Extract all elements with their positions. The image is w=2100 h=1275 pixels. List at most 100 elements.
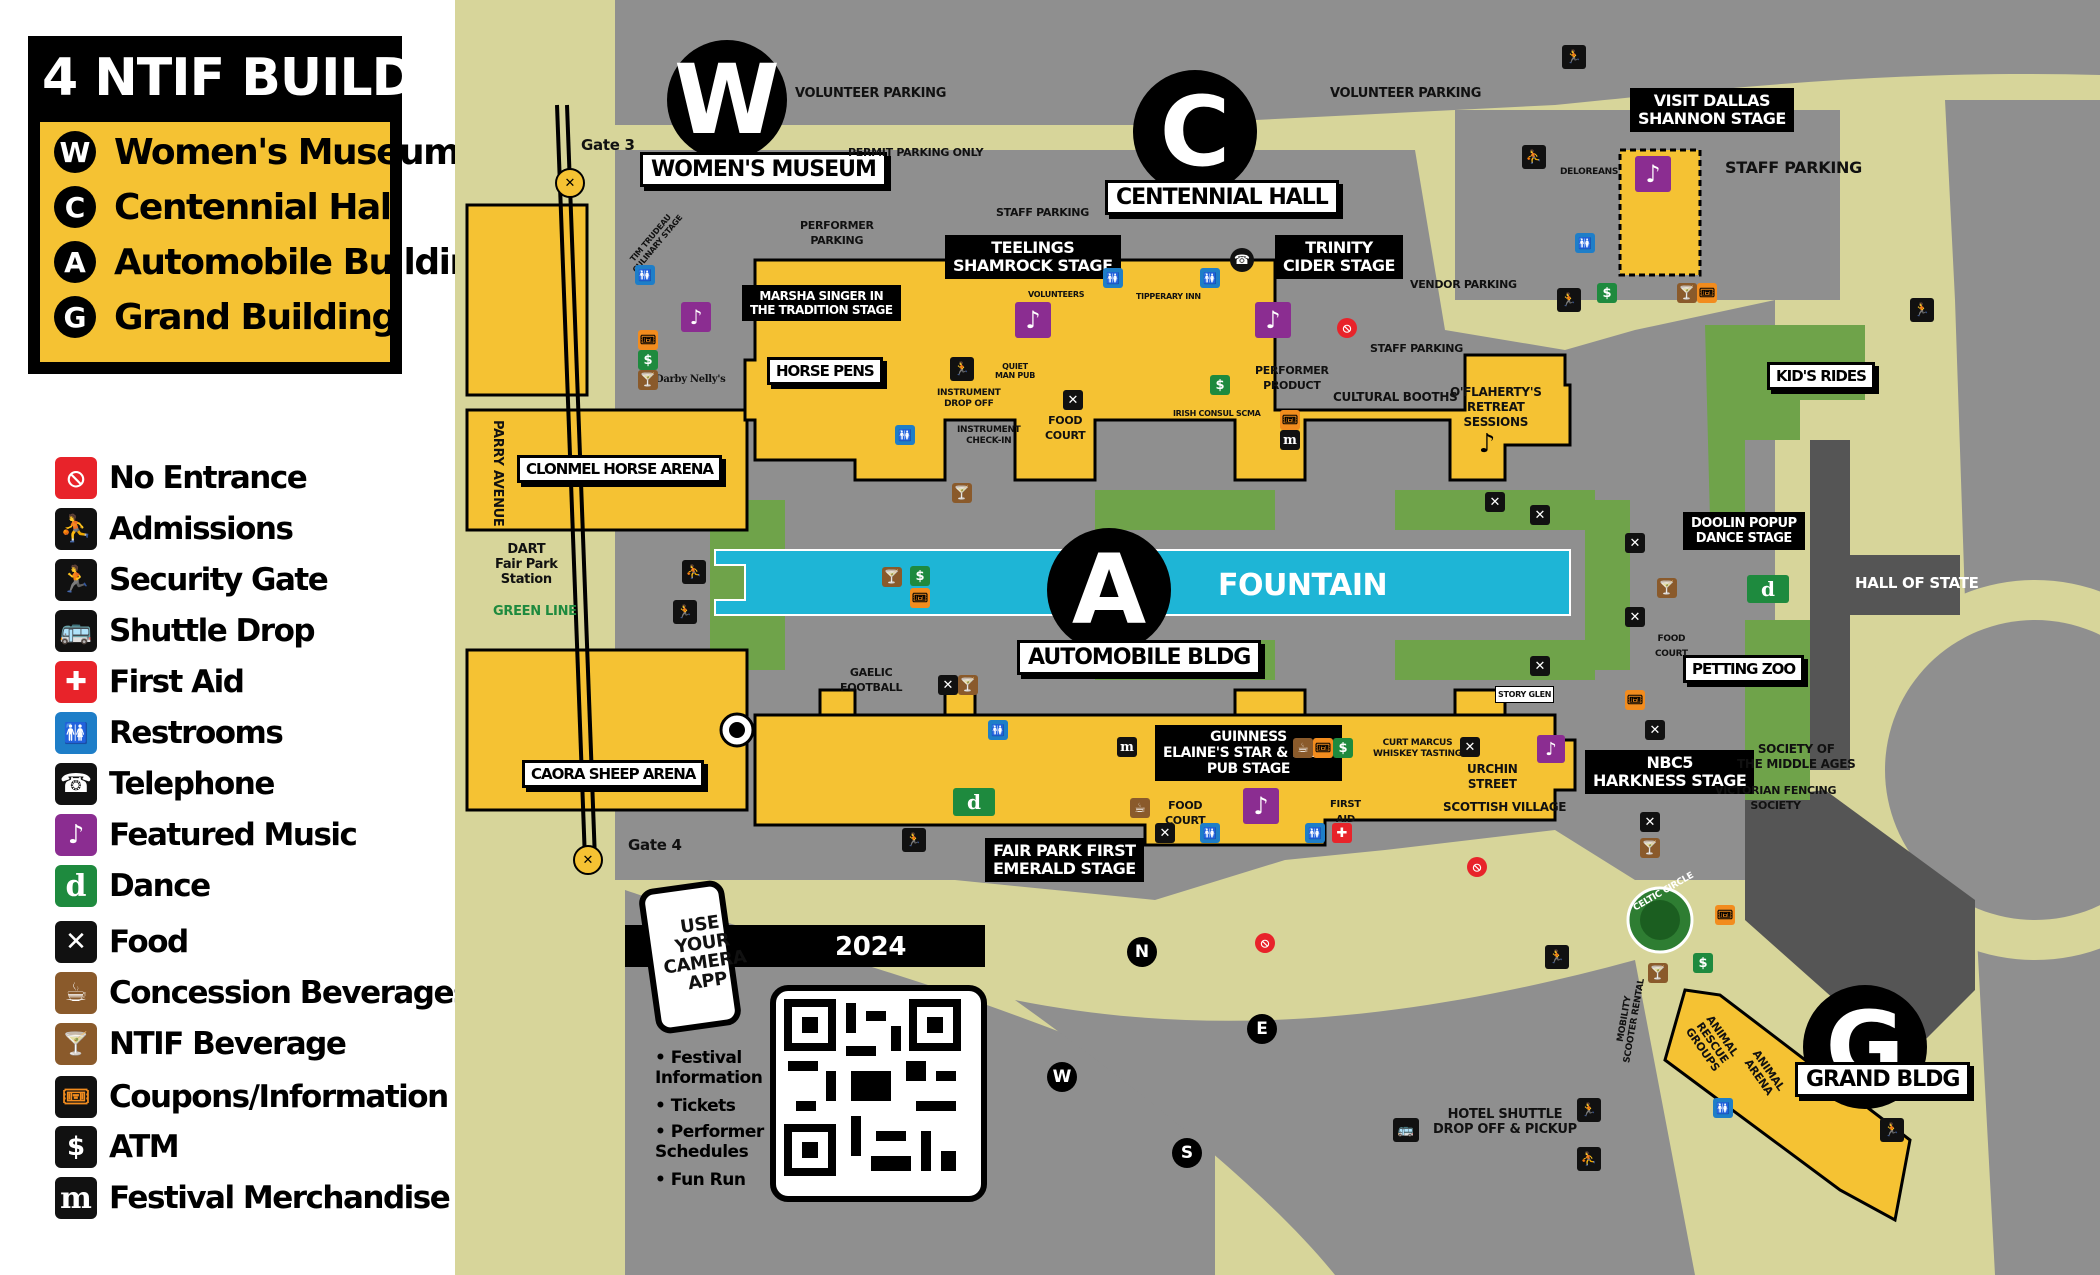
food-icon[interactable]: ✕: [1460, 737, 1480, 757]
music-stage-shannon-icon[interactable]: ♪: [1635, 156, 1671, 192]
nbc5-harkness-stage-label[interactable]: NBC5 HARKNESS STAGE: [1585, 750, 1755, 794]
automobile-bldg-label[interactable]: AUTOMOBILE BLDG: [1017, 640, 1262, 675]
food-icon[interactable]: ✕: [1640, 812, 1660, 832]
security-gate-icon[interactable]: 🏃: [1557, 288, 1581, 312]
legend-security-gate[interactable]: 🏃Security Gate: [55, 557, 329, 603]
security-gate-icon[interactable]: 🏃: [902, 828, 926, 852]
restrooms-icon[interactable]: 🚻: [1103, 268, 1123, 288]
security-gate-icon[interactable]: 🏃: [1577, 1098, 1601, 1122]
clonmel-horse-arena-label[interactable]: CLONMEL HORSE ARENA: [517, 455, 722, 483]
music-stage-nbc5-icon[interactable]: ♪: [1537, 735, 1565, 763]
coupons-information-icon[interactable]: 🎟: [1313, 738, 1333, 758]
food-icon[interactable]: ✕: [1625, 607, 1645, 627]
grand-bldg-label[interactable]: GRAND BLDG: [1795, 1062, 1971, 1097]
food-icon[interactable]: ✕: [1530, 656, 1550, 676]
restrooms-icon[interactable]: 🚻: [895, 425, 915, 445]
atm-icon[interactable]: $: [638, 350, 658, 370]
food-icon[interactable]: ✕: [1155, 823, 1175, 843]
atm-icon[interactable]: $: [910, 566, 930, 586]
legend-atm[interactable]: $ATM: [55, 1124, 180, 1170]
dance-stage-fair-park-icon[interactable]: d: [953, 788, 995, 816]
restrooms-icon[interactable]: 🚻: [1200, 823, 1220, 843]
legend-restrooms[interactable]: 🚻Restrooms: [55, 710, 284, 756]
coupons-information-icon[interactable]: 🎟: [910, 588, 930, 608]
legend-shuttle-drop[interactable]: 🚌Shuttle Drop: [55, 608, 316, 654]
legend-ntif-beverage[interactable]: 🍸NTIF Beverage: [55, 1021, 347, 1067]
atm-icon[interactable]: $: [1597, 283, 1617, 303]
fair-park-map[interactable]: W C A G WOMEN'S MUSEUM CENTENNIAL HALL A…: [455, 0, 2100, 1275]
centennial-hall-label[interactable]: CENTENNIAL HALL: [1105, 180, 1339, 215]
food-icon[interactable]: ✕: [1063, 390, 1083, 410]
restrooms-icon[interactable]: 🚻: [635, 265, 655, 285]
shuttle-drop-icon[interactable]: 🚌: [1393, 1118, 1419, 1142]
security-gate-icon[interactable]: 🏃: [1880, 1118, 1904, 1142]
ntif-beverage-icon[interactable]: 🍸: [638, 370, 658, 390]
legend-featured-music[interactable]: ♪Featured Music: [55, 812, 358, 858]
security-gate-icon[interactable]: 🏃: [673, 600, 697, 624]
ntif-beverage-icon[interactable]: 🍸: [952, 483, 972, 503]
legend-building-g[interactable]: G Grand Building: [54, 293, 397, 341]
marsha-singer-stage-label[interactable]: MARSHA SINGER IN THE TRADITION STAGE: [742, 285, 901, 321]
teelings-shamrock-stage-label[interactable]: TEELINGS SHAMROCK STAGE: [945, 235, 1121, 279]
caora-sheep-arena-label[interactable]: CAORA SHEEP ARENA: [522, 760, 705, 788]
music-stage-teelings-icon[interactable]: ♪: [1015, 302, 1051, 338]
ntif-beverage-icon[interactable]: 🍸: [958, 675, 978, 695]
admissions-icon[interactable]: ⛹: [682, 560, 706, 584]
building-a-marker-icon[interactable]: A: [1047, 528, 1171, 652]
legend-building-c[interactable]: C Centennial Hall: [54, 183, 403, 231]
no-entrance-icon[interactable]: ⦸: [1337, 318, 1357, 338]
admissions-icon[interactable]: ⛹: [1577, 1147, 1601, 1171]
security-gate-icon[interactable]: 🏃: [950, 357, 974, 381]
concession-beverages-icon[interactable]: ☕: [1293, 738, 1313, 758]
music-stage-trinity-icon[interactable]: ♪: [1255, 302, 1291, 338]
food-icon[interactable]: ✕: [1530, 505, 1550, 525]
festival-merchandise-icon[interactable]: m: [1280, 430, 1300, 450]
music-stage-oflahertys-icon[interactable]: ♪: [1475, 429, 1499, 459]
atm-icon[interactable]: $: [1333, 738, 1353, 758]
coupons-information-icon[interactable]: 🎟: [1715, 905, 1735, 925]
restrooms-icon[interactable]: 🚻: [988, 720, 1008, 740]
building-c-marker-icon[interactable]: C: [1133, 70, 1257, 194]
restrooms-icon[interactable]: 🚻: [1575, 233, 1595, 253]
womens-museum-label[interactable]: WOMEN'S MUSEUM: [640, 152, 887, 187]
restrooms-icon[interactable]: 🚻: [1305, 823, 1325, 843]
trinity-cider-stage-label[interactable]: TRINITY CIDER STAGE: [1275, 235, 1403, 279]
legend-building-w[interactable]: W Women's Museum: [54, 128, 461, 176]
admissions-icon[interactable]: ⛹: [1522, 145, 1546, 169]
security-gate-icon[interactable]: 🏃: [1910, 298, 1934, 322]
ntif-beverage-icon[interactable]: 🍸: [882, 567, 902, 587]
atm-icon[interactable]: $: [1693, 953, 1713, 973]
coupons-information-icon[interactable]: 🎟: [638, 330, 658, 350]
festival-merchandise-icon[interactable]: m: [1117, 737, 1137, 757]
concession-beverages-icon[interactable]: ☕: [1130, 798, 1150, 818]
legend-coupons-information[interactable]: 🎟Coupons/Information: [55, 1074, 449, 1120]
legend-telephone[interactable]: ☎Telephone: [55, 761, 275, 807]
legend-first-aid[interactable]: ✚First Aid: [55, 659, 245, 705]
visit-dallas-shannon-stage-label[interactable]: VISIT DALLAS SHANNON STAGE: [1630, 88, 1794, 132]
telephone-icon[interactable]: ☎: [1230, 248, 1254, 272]
security-gate-icon[interactable]: 🏃: [1545, 945, 1569, 969]
dance-stage-doolin-icon[interactable]: d: [1747, 575, 1789, 603]
no-entrance-icon[interactable]: ⦸: [1467, 857, 1487, 877]
no-entrance-icon[interactable]: ⦸: [1255, 933, 1275, 953]
fair-park-emerald-stage-label[interactable]: FAIR PARK FIRST EMERALD STAGE: [985, 838, 1144, 882]
legend-food[interactable]: ✕Food: [55, 919, 189, 965]
legend-admissions[interactable]: ⛹Admissions: [55, 506, 294, 552]
first-aid-icon[interactable]: ✚: [1332, 823, 1352, 843]
food-icon[interactable]: ✕: [938, 675, 958, 695]
security-gate-icon[interactable]: 🏃: [1562, 45, 1586, 69]
ntif-beverage-icon[interactable]: 🍸: [1640, 838, 1660, 858]
food-icon[interactable]: ✕: [1645, 720, 1665, 740]
restrooms-icon[interactable]: 🚻: [1200, 268, 1220, 288]
music-stage-guinness-icon[interactable]: ♪: [1243, 788, 1279, 824]
food-icon[interactable]: ✕: [1625, 533, 1645, 553]
horse-pens-label[interactable]: HORSE PENS: [767, 357, 883, 385]
building-w-marker-icon[interactable]: W: [667, 40, 787, 160]
coupons-information-icon[interactable]: 🎟: [1280, 410, 1300, 430]
restrooms-icon[interactable]: 🚻: [1713, 1098, 1733, 1118]
ntif-beverage-icon[interactable]: 🍸: [1677, 283, 1697, 303]
qr-code[interactable]: [770, 985, 987, 1202]
coupons-information-icon[interactable]: 🎟: [1625, 690, 1645, 710]
legend-concession-beverages[interactable]: ☕Concession Beverages: [55, 970, 471, 1016]
doolin-dance-stage-label[interactable]: DOOLIN POPUP DANCE STAGE: [1683, 512, 1805, 550]
